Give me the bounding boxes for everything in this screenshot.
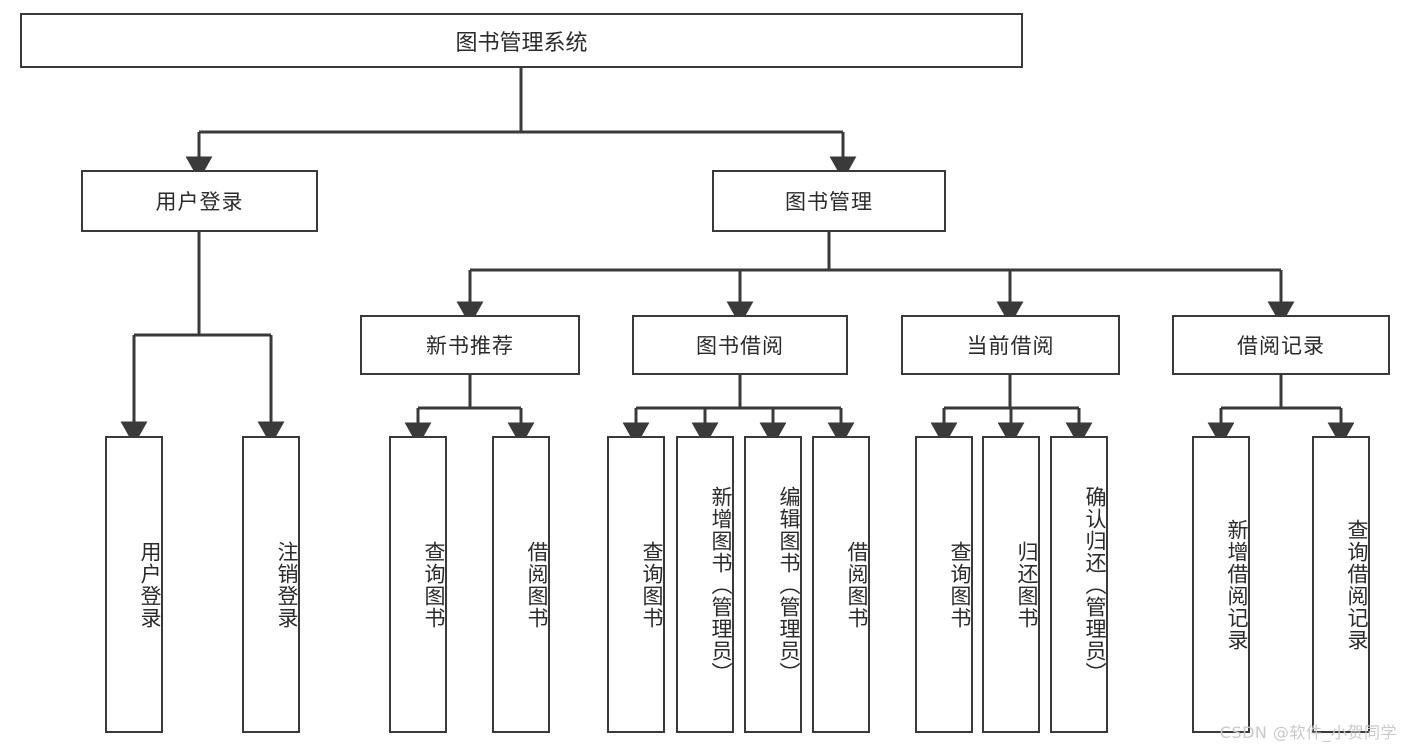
leaf-borrow-add-book-admin[interactable]: 新增图书（管理员） xyxy=(676,436,734,733)
node-label: 图书管理系统 xyxy=(455,30,588,56)
node-label: 图书管理 xyxy=(785,190,873,214)
node-book-borrow[interactable]: 图书借阅 xyxy=(632,315,848,375)
node-label: 注销登录 xyxy=(275,540,299,629)
node-label: 查询借阅记录 xyxy=(1345,518,1369,651)
node-label: 用户登录 xyxy=(155,190,244,214)
leaf-borrow-edit-book-admin[interactable]: 编辑图书（管理员） xyxy=(744,436,802,733)
node-borrow-record[interactable]: 借阅记录 xyxy=(1172,315,1390,375)
node-label: 归还图书 xyxy=(1015,540,1039,629)
node-label: 图书借阅 xyxy=(696,334,784,358)
node-current-borrow[interactable]: 当前借阅 xyxy=(901,315,1120,375)
node-label: 新增借阅记录 xyxy=(1225,518,1249,651)
node-root-system[interactable]: 图书管理系统 xyxy=(20,13,1023,68)
node-label: 用户登录 xyxy=(138,540,162,629)
node-label: 借阅图书 xyxy=(525,540,549,629)
node-book-management[interactable]: 图书管理 xyxy=(712,170,946,232)
node-label: 借阅图书 xyxy=(845,540,869,629)
node-label: 查询图书 xyxy=(422,540,446,629)
leaf-current-confirm-return-admin[interactable]: 确认归还（管理员） xyxy=(1050,436,1108,733)
leaf-logout[interactable]: 注销登录 xyxy=(242,436,300,733)
leaf-record-query[interactable]: 查询借阅记录 xyxy=(1312,436,1370,733)
node-label: 新书推荐 xyxy=(426,334,514,358)
node-new-book-recommend[interactable]: 新书推荐 xyxy=(360,315,580,375)
node-label: 确认归还（管理员） xyxy=(1083,485,1107,684)
leaf-user-login[interactable]: 用户登录 xyxy=(105,436,163,733)
leaf-borrow-query-book[interactable]: 查询图书 xyxy=(607,436,665,733)
node-label: 新增图书（管理员） xyxy=(709,485,733,684)
node-user-login[interactable]: 用户登录 xyxy=(81,170,318,232)
leaf-new-book-borrow[interactable]: 借阅图书 xyxy=(492,436,550,733)
leaf-borrow-borrow-book[interactable]: 借阅图书 xyxy=(812,436,870,733)
node-label: 借阅记录 xyxy=(1237,334,1325,358)
watermark: CSDN @软件_小贺同学 xyxy=(1219,723,1397,742)
leaf-record-add[interactable]: 新增借阅记录 xyxy=(1192,436,1250,733)
node-label: 查询图书 xyxy=(948,540,972,629)
leaf-new-book-query[interactable]: 查询图书 xyxy=(389,436,447,733)
leaf-current-return-book[interactable]: 归还图书 xyxy=(982,436,1040,733)
node-label: 查询图书 xyxy=(640,540,664,629)
leaf-current-query-book[interactable]: 查询图书 xyxy=(915,436,973,733)
node-label: 当前借阅 xyxy=(966,334,1055,358)
node-label: 编辑图书（管理员） xyxy=(777,485,801,684)
